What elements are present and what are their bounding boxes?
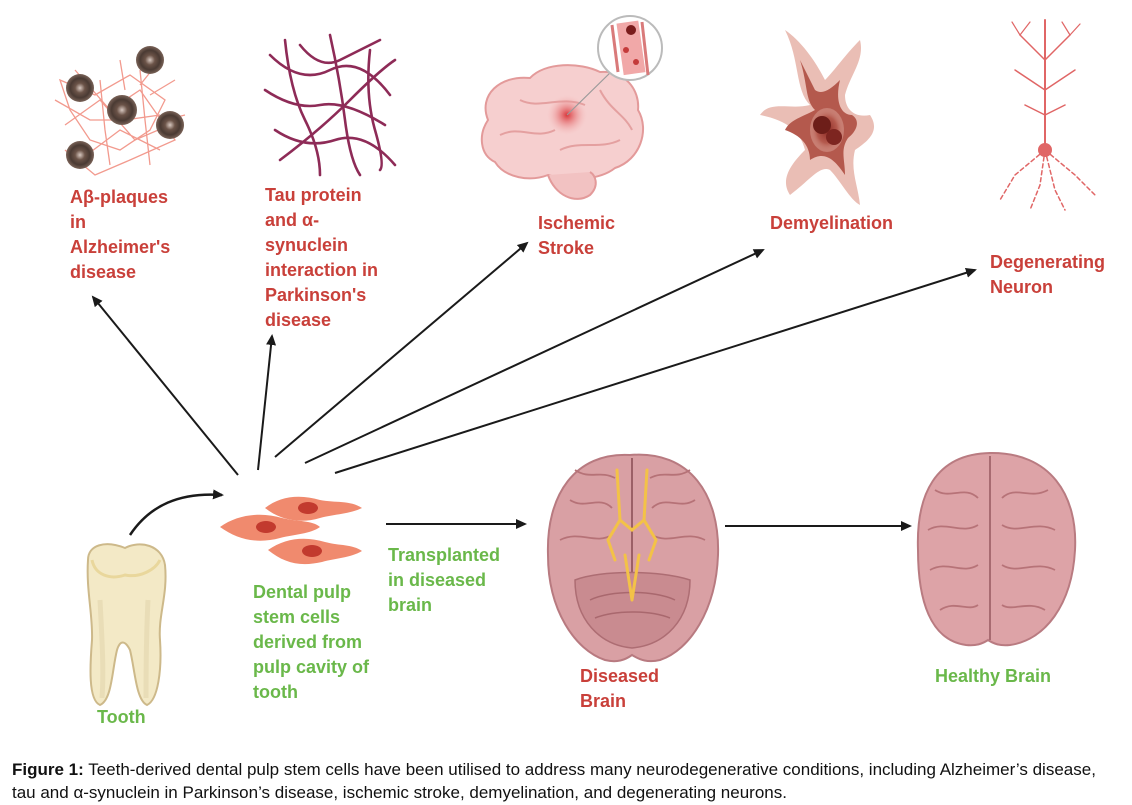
- tooth-label: Tooth: [97, 707, 146, 727]
- healthy-brain-icon: [916, 451, 1077, 647]
- parkinsons-label: Tau protein and α- synuclein interaction…: [265, 185, 379, 330]
- stroke-label: Ischemic Stroke: [538, 213, 616, 258]
- stroke-brain-icon: [480, 15, 663, 200]
- diagram-canvas: [54, 15, 1096, 707]
- healthy-brain-label: Healthy Brain: [935, 666, 1052, 686]
- degenerating-neuron-icon: [999, 19, 1096, 211]
- arrow-to-stroke: [274, 241, 529, 458]
- diseased-brain-label: Diseased Brain: [580, 666, 660, 711]
- arrow-to-demyelination: [304, 249, 765, 464]
- alzheimers-label: Aβ-plaques in Alzheimer's disease: [70, 187, 171, 282]
- stem-cells-label: Dental pulp stem cells derived from pulp…: [253, 582, 370, 702]
- stem-cells-icon: [220, 496, 362, 565]
- amyloid-plaque-icon: [54, 46, 186, 176]
- caption-prefix: Figure 1:: [12, 760, 84, 779]
- arrow-to-parkinsons: [257, 334, 277, 471]
- arrow-to-degenerating-neuron: [334, 267, 977, 474]
- arrow-to-alzheimers: [91, 295, 239, 476]
- tooth-icon: [86, 543, 167, 707]
- caption-text: Teeth-derived dental pulp stem cells hav…: [12, 760, 1096, 802]
- arrow-tooth-to-stem-cells: [128, 489, 224, 536]
- diseased-brain-icon: [546, 453, 720, 663]
- demyelination-label: Demyelination: [770, 213, 894, 233]
- transplanted-label: Transplanted in diseased brain: [388, 545, 501, 615]
- demyelination-icon: [760, 30, 875, 205]
- tau-fibril-icon: [263, 33, 397, 177]
- figure-caption: Figure 1: Teeth-derived dental pulp stem…: [12, 758, 1122, 804]
- degenerating-neuron-label: Degenerating Neuron: [990, 252, 1106, 297]
